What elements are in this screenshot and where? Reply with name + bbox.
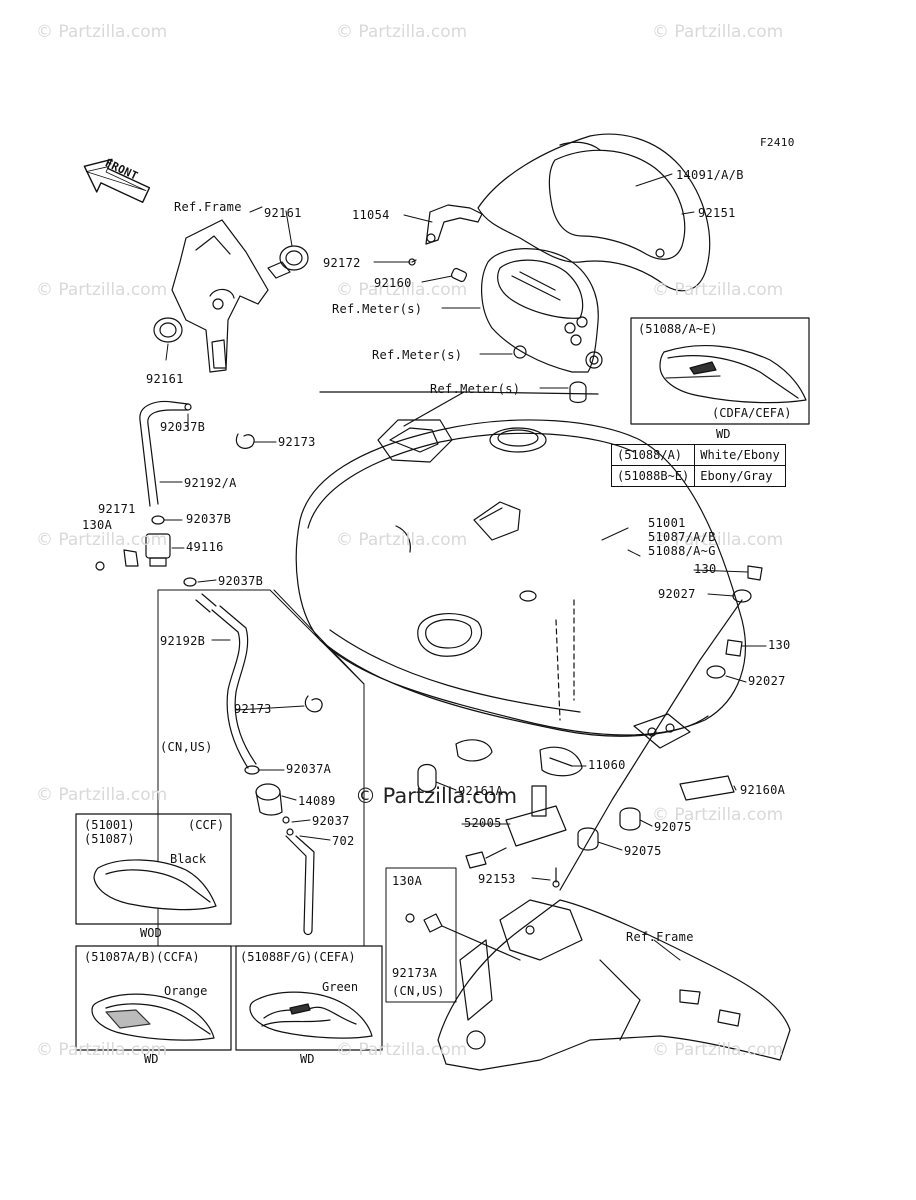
inset-ccfa-color: Orange — [164, 984, 208, 998]
part-label: Ref.Frame — [626, 930, 694, 944]
watermark-text: © Partzilla.com — [652, 280, 784, 300]
figure-code: F2410 — [760, 136, 795, 149]
watermark-text: © Partzilla.com — [36, 280, 168, 300]
part-label: 14089 — [298, 794, 336, 808]
part-label: 130 — [694, 562, 717, 576]
part-label: 130A — [82, 518, 113, 532]
inset-ccf-line2: (51087) — [84, 832, 135, 846]
part-label: 92173A — [392, 966, 438, 980]
part-label: 130A — [392, 874, 423, 888]
part-label: 92151 — [698, 206, 736, 220]
part-label: 92173 — [278, 435, 316, 449]
part-label: (CN,US) — [392, 984, 445, 998]
leader-lines — [159, 173, 767, 961]
inset-ccf-below: WOD — [140, 926, 162, 940]
part-label: 92075 — [624, 844, 662, 858]
part-label: 92160A — [740, 783, 786, 797]
part-label: Ref.Meter(s) — [372, 348, 463, 362]
part-label: 130 — [768, 638, 791, 652]
part-label: 92192B — [160, 634, 206, 648]
color-name-cell: Ebony/Gray — [694, 465, 786, 487]
inset-ccf-color: Black — [170, 852, 207, 866]
part-label: 51001 — [648, 516, 686, 530]
watermark-center-text: © Partzilla.com — [355, 784, 518, 808]
table-row: (51088/A) White/Ebony — [610, 444, 786, 466]
part-label: 92192/A — [184, 476, 237, 490]
inset-ccf-line1-right: (CCF) — [188, 818, 225, 832]
part-label: 92027 — [658, 587, 696, 601]
part-label: Ref.Frame — [174, 200, 242, 214]
inset-cefa-below: WD — [300, 1052, 315, 1066]
watermark-text: © Partzilla.com — [652, 22, 784, 42]
watermark-text: © Partzilla.com — [336, 530, 468, 550]
hose-92192b-shape — [211, 605, 323, 936]
inset-cefa-color: Green — [322, 980, 359, 994]
fuel-pump-parts-shape — [417, 565, 763, 891]
watermark-text: © Partzilla.com — [36, 785, 168, 805]
inset-cdfa-below: WD — [716, 427, 731, 441]
part-label: 92161 — [264, 206, 302, 220]
watermark-text: © Partzilla.com — [36, 530, 168, 550]
part-label: 92161A — [458, 784, 504, 798]
inset-ccfa-box — [75, 945, 232, 1051]
part-label: 92037A — [286, 762, 332, 776]
inset-ccfa-header: (51087A/B)(CCFA) — [84, 950, 200, 964]
fuel-tank-shape — [295, 419, 746, 749]
table-row: (51088B~E) Ebony/Gray — [610, 465, 786, 487]
part-label: 702 — [332, 834, 355, 848]
frame-bracket-top-shape — [153, 219, 309, 373]
part-label: 92172 — [323, 256, 361, 270]
part-label: 51088/A~G — [648, 544, 716, 558]
part-label: 11054 — [352, 208, 390, 222]
breather-hose-left-shape — [95, 400, 255, 613]
part-label: 92160 — [374, 276, 412, 290]
part-label: 49116 — [186, 540, 224, 554]
inset-cdfa-box — [630, 317, 810, 425]
part-label: 92037 — [312, 814, 350, 828]
part-label: 92153 — [478, 872, 516, 886]
color-code-cell: (51088/A) — [610, 444, 696, 466]
part-label: (CN,US) — [160, 740, 213, 754]
part-label: 92173 — [234, 702, 272, 716]
watermark-text: © Partzilla.com — [652, 1040, 784, 1060]
watermark-text: © Partzilla.com — [36, 1040, 168, 1060]
part-label: Ref.Meter(s) — [332, 302, 423, 316]
part-label: 11060 — [588, 758, 626, 772]
watermark-text: © Partzilla.com — [336, 1040, 468, 1060]
part-label: Ref.Meter(s) — [430, 382, 521, 396]
part-label: 51087/A/B — [648, 530, 716, 544]
inset-cdfa-footer: (CDFA/CEFA) — [712, 406, 792, 420]
watermark-text: © Partzilla.com — [652, 530, 784, 550]
inset-cefa-box — [235, 945, 383, 1051]
part-label: 92037B — [160, 420, 206, 434]
meter-cover-shape — [477, 133, 711, 292]
frame-bottom-shape — [437, 899, 791, 1071]
color-code-cell: (51088B~E) — [610, 465, 696, 487]
inset-cdfa-header: (51088/A~E) — [638, 322, 718, 336]
part-label: 14091/A/B — [676, 168, 744, 182]
part-label: 52005 — [464, 816, 502, 830]
watermark-text: © Partzilla.com — [652, 805, 784, 825]
front-arrow-icon — [83, 158, 151, 204]
inset-ccf-line1: (51001) — [84, 818, 135, 832]
inset-ccfa-below: WD — [144, 1052, 159, 1066]
part-label: 92075 — [654, 820, 692, 834]
part-label: 92161 — [146, 372, 184, 386]
inset-ccf-box — [75, 813, 232, 925]
watermark-text: © Partzilla.com — [36, 22, 168, 42]
part-label: 92037B — [186, 512, 232, 526]
color-name-cell: White/Ebony — [694, 444, 786, 466]
watermark-text: © Partzilla.com — [336, 22, 468, 42]
part-label: 92037B — [218, 574, 264, 588]
watermark-text: © Partzilla.com — [336, 280, 468, 300]
inset-cefa-header: (51088F/G)(CEFA) — [240, 950, 356, 964]
part-label: 92027 — [748, 674, 786, 688]
speedometer-shape — [481, 248, 603, 373]
part-label: 92171 — [98, 502, 136, 516]
color-code-table: (51088/A) White/Ebony (51088B~E) Ebony/G… — [610, 444, 786, 487]
